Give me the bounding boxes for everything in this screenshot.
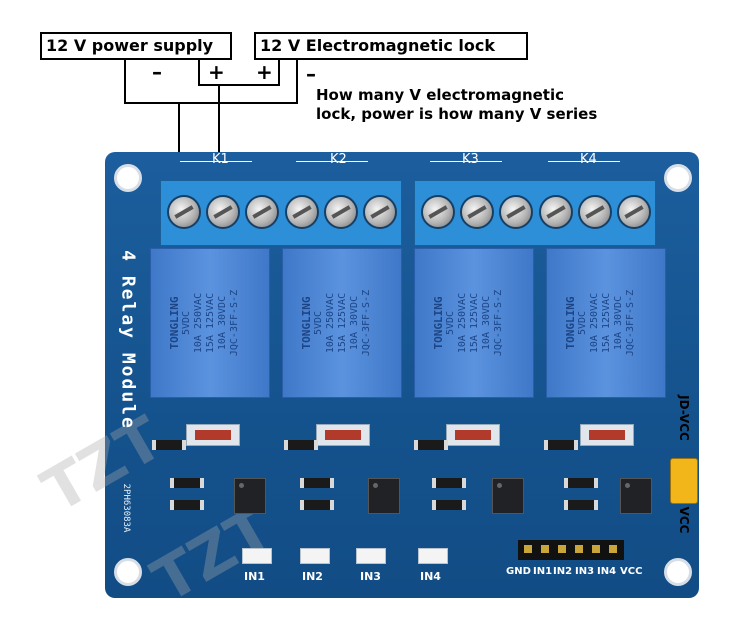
terminal-screw[interactable] (167, 195, 201, 229)
resistor (432, 500, 466, 510)
resistor (564, 500, 598, 510)
header-label-in3: IN3 (575, 566, 595, 577)
power-minus-sign: – (152, 60, 162, 84)
header-pin[interactable] (575, 545, 583, 553)
input-label: IN4 (420, 570, 441, 583)
wire-lock-plus (278, 58, 280, 86)
header-label-vcc: VCC (620, 566, 643, 577)
terminal-block-k1-k2 (160, 180, 402, 246)
input-led (242, 548, 272, 564)
flyback-diode (580, 424, 634, 446)
flyback-diode (186, 424, 240, 446)
input-led (418, 548, 448, 564)
wire-to-k1-common (218, 86, 220, 182)
relay-marking (430, 161, 502, 176)
transistor (544, 440, 578, 450)
terminal-screw[interactable] (539, 195, 573, 229)
header-pin[interactable] (592, 545, 600, 553)
input-led (300, 548, 330, 564)
terminal-screw[interactable] (617, 195, 651, 229)
wire-power-minus (124, 102, 298, 104)
input-led (356, 548, 386, 564)
transistor (414, 440, 448, 450)
relay-k3: TONGLING 5VDC 10A 250VAC 15A 125VAC 10A … (414, 248, 534, 398)
power-plus-sign: + (208, 60, 225, 84)
board-title: 4 Relay Module (117, 250, 139, 430)
wire-power-minus (124, 58, 126, 104)
jd-vcc-jumper[interactable] (670, 458, 698, 504)
relay-marking (296, 161, 368, 176)
wire-power-plus (198, 58, 200, 86)
mounting-hole (114, 558, 142, 586)
terminal-screw[interactable] (206, 195, 240, 229)
resistor (432, 478, 466, 488)
terminal-screw[interactable] (499, 195, 533, 229)
relay-marking (548, 161, 620, 176)
terminal-screw[interactable] (421, 195, 455, 229)
electromagnetic-lock-label: 12 V Electromagnetic lock (254, 32, 528, 60)
terminal-screw[interactable] (324, 195, 358, 229)
header-pin[interactable] (524, 545, 532, 553)
header-pin[interactable] (541, 545, 549, 553)
terminal-block-k3-k4 (414, 180, 656, 246)
jd-vcc-label: JD-VCC (677, 395, 691, 441)
lock-minus-sign: – (306, 62, 316, 86)
resistor (564, 478, 598, 488)
input-label: IN2 (302, 570, 323, 583)
relay-k1: TONGLING 5VDC 10A 250VAC 15A 125VAC 10A … (150, 248, 270, 398)
relay-label-k2: K2 (330, 152, 347, 167)
voltage-note: How many V electromagnetic lock, power i… (316, 86, 598, 123)
pcb-code: 2PH63083A (121, 483, 131, 533)
terminal-screw[interactable] (285, 195, 319, 229)
resistor (170, 500, 204, 510)
optocoupler (368, 478, 400, 514)
resistor (300, 478, 334, 488)
relay-label-k3: K3 (462, 152, 479, 167)
optocoupler (234, 478, 266, 514)
terminal-screw[interactable] (245, 195, 279, 229)
relay-label-k1: K1 (212, 152, 229, 167)
relay-k4: TONGLING 5VDC 10A 250VAC 15A 125VAC 10A … (546, 248, 666, 398)
header-label-in1: IN1 (533, 566, 553, 577)
header-pin[interactable] (558, 545, 566, 553)
relay-marking (180, 161, 252, 176)
input-label: IN1 (244, 570, 265, 583)
relay-spec-text: TONGLING 5VDC 10A 250VAC 15A 125VAC 10A … (432, 289, 504, 357)
resistor (300, 500, 334, 510)
flyback-diode (316, 424, 370, 446)
wire-to-k1-nc (178, 104, 180, 182)
relay-spec-text: TONGLING 5VDC 10A 250VAC 15A 125VAC 10A … (564, 289, 636, 357)
wire-lock-minus (296, 58, 298, 104)
terminal-screw[interactable] (460, 195, 494, 229)
transistor (284, 440, 318, 450)
mounting-hole (114, 164, 142, 192)
terminal-screw[interactable] (363, 195, 397, 229)
transistor (152, 440, 186, 450)
optocoupler (492, 478, 524, 514)
flyback-diode (446, 424, 500, 446)
optocoupler (620, 478, 652, 514)
header-label-in4: IN4 (597, 566, 617, 577)
pin-header (518, 540, 624, 560)
lock-plus-sign: + (256, 60, 273, 84)
vcc-side-label: VCC (677, 506, 691, 534)
wire-power-plus (198, 84, 280, 86)
mounting-hole (664, 164, 692, 192)
header-label-gnd: GND (506, 566, 531, 577)
relay-k2: TONGLING 5VDC 10A 250VAC 15A 125VAC 10A … (282, 248, 402, 398)
header-label-in2: IN2 (553, 566, 573, 577)
header-pin[interactable] (609, 545, 617, 553)
relay-spec-text: TONGLING 5VDC 10A 250VAC 15A 125VAC 10A … (168, 289, 240, 357)
terminal-screw[interactable] (578, 195, 612, 229)
input-label: IN3 (360, 570, 381, 583)
relay-label-k4: K4 (580, 152, 597, 167)
power-supply-label: 12 V power supply (40, 32, 232, 60)
mounting-hole (664, 558, 692, 586)
resistor (170, 478, 204, 488)
relay-spec-text: TONGLING 5VDC 10A 250VAC 15A 125VAC 10A … (300, 289, 372, 357)
